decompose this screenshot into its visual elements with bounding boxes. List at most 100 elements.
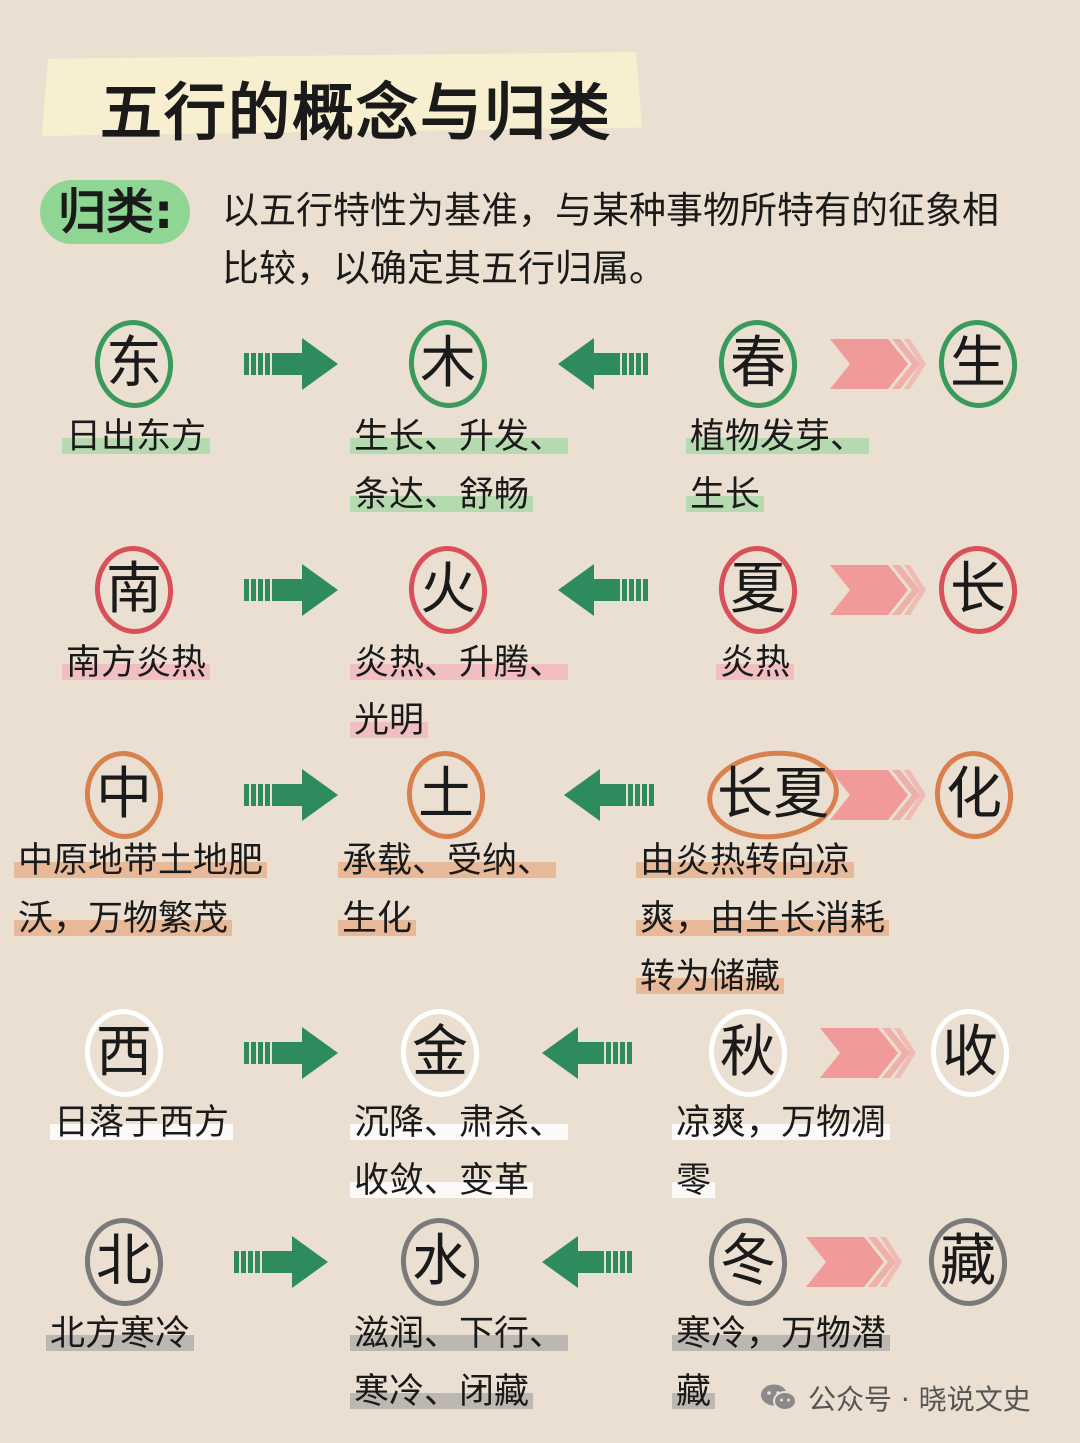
change-char: 生 xyxy=(934,316,1022,412)
element-desc-line: 收敛、变革 xyxy=(350,1161,534,1201)
direction-desc: 日落于西方 xyxy=(50,1094,234,1152)
change-char-label: 藏 xyxy=(940,1229,996,1294)
change-char-label: 化 xyxy=(946,762,1002,827)
element-char-label: 金 xyxy=(412,1020,468,1085)
season-char: 春 xyxy=(714,316,802,412)
direction-desc-line: 日落于西方 xyxy=(50,1103,234,1143)
direction-desc-line: 日出东方 xyxy=(62,417,211,457)
element-desc-line: 炎热、升腾、 xyxy=(350,643,569,683)
season-desc: 植物发芽、生长 xyxy=(686,408,870,524)
element-desc-line: 寒冷、闭藏 xyxy=(350,1372,534,1412)
arrow-left-icon xyxy=(564,769,654,821)
arrow-right-icon xyxy=(244,1027,338,1079)
chevron-right-icon xyxy=(830,565,926,615)
arrow-left-icon xyxy=(542,1236,632,1288)
season-desc-line: 转为储藏 xyxy=(636,957,785,997)
arrow-left-icon xyxy=(558,564,648,616)
season-char-label: 秋 xyxy=(720,1020,776,1085)
element-char: 水 xyxy=(396,1214,484,1310)
element-desc: 沉降、肃杀、收敛、变革 xyxy=(350,1094,569,1210)
direction-char-label: 东 xyxy=(106,331,162,396)
element-desc-line: 光明 xyxy=(350,701,429,741)
arrow-right-icon xyxy=(244,769,338,821)
element-desc-line: 条达、舒畅 xyxy=(350,475,534,515)
direction-char: 南 xyxy=(90,542,178,638)
season-desc: 寒冷，万物潜藏 xyxy=(672,1305,891,1421)
chevron-right-icon xyxy=(830,339,926,389)
season-desc-line: 由炎热转向凉 xyxy=(636,841,855,881)
element-desc: 生长、升发、条达、舒畅 xyxy=(350,408,569,524)
chevron-right-icon xyxy=(806,1237,902,1287)
element-desc-line: 生化 xyxy=(338,899,417,939)
wechat-icon xyxy=(761,1384,797,1411)
arrow-right-icon xyxy=(244,564,338,616)
season-desc-line: 零 xyxy=(672,1161,716,1201)
chevron-right-icon xyxy=(830,770,926,820)
season-char: 夏 xyxy=(714,542,802,638)
element-char-label: 土 xyxy=(418,762,474,827)
season-desc: 由炎热转向凉爽，由生长消耗转为储藏 xyxy=(636,832,890,1006)
season-char: 长夏 xyxy=(702,744,844,846)
direction-desc-line: 中原地带土地肥 xyxy=(14,841,268,881)
arrow-left-icon xyxy=(558,338,648,390)
change-char-label: 长 xyxy=(950,557,1006,622)
direction-char-label: 北 xyxy=(96,1229,152,1294)
element-char: 土 xyxy=(402,747,490,843)
change-char: 收 xyxy=(926,1005,1014,1101)
season-desc-line: 植物发芽、 xyxy=(686,417,870,457)
season-desc-line: 生长 xyxy=(686,475,765,515)
season-desc: 凉爽，万物凋零 xyxy=(672,1094,891,1210)
element-desc-line: 生长、升发、 xyxy=(350,417,569,457)
change-char: 化 xyxy=(930,747,1018,843)
chevron-right-icon xyxy=(820,1028,916,1078)
element-desc: 滋润、下行、寒冷、闭藏 xyxy=(350,1305,569,1421)
direction-char: 北 xyxy=(80,1214,168,1310)
season-desc-line: 凉爽，万物凋 xyxy=(672,1103,891,1143)
direction-desc: 南方炎热 xyxy=(62,634,211,692)
season-char-label: 夏 xyxy=(730,557,786,622)
page-title: 五行的概念与归类 xyxy=(100,76,613,149)
element-desc-line: 沉降、肃杀、 xyxy=(350,1103,569,1143)
element-char-label: 木 xyxy=(420,331,476,396)
direction-desc: 北方寒冷 xyxy=(46,1305,195,1363)
season-char-label: 春 xyxy=(730,331,786,396)
direction-desc-line: 北方寒冷 xyxy=(46,1314,195,1354)
change-char-label: 收 xyxy=(942,1020,998,1085)
season-desc: 炎热 xyxy=(716,634,795,692)
direction-char-label: 中 xyxy=(96,762,152,827)
watermark-text: 公众号 · 晓说文史 xyxy=(808,1383,1031,1416)
season-desc-line: 炎热 xyxy=(716,643,795,683)
watermark: 公众号 · 晓说文史 xyxy=(760,1378,1031,1418)
change-char: 长 xyxy=(934,542,1022,638)
direction-desc-line: 南方炎热 xyxy=(62,643,211,683)
season-char: 秋 xyxy=(704,1005,792,1101)
direction-char: 西 xyxy=(80,1005,168,1101)
direction-desc-line: 沃，万物繁茂 xyxy=(14,899,233,939)
season-char-label: 长夏 xyxy=(717,762,829,827)
element-desc: 炎热、升腾、光明 xyxy=(350,634,569,750)
intro-text: 以五行特性为基准，与某种事物所特有的征象相比较，以确定其五行归属。 xyxy=(222,189,999,290)
direction-char-label: 南 xyxy=(106,557,162,622)
element-desc: 承载、受纳、生化 xyxy=(338,832,557,948)
arrow-left-icon xyxy=(542,1027,632,1079)
change-char-label: 生 xyxy=(950,331,1006,396)
direction-char: 东 xyxy=(90,316,178,412)
element-char: 木 xyxy=(404,316,492,412)
element-char-label: 火 xyxy=(420,557,476,622)
element-desc-line: 承载、受纳、 xyxy=(338,841,557,881)
title-highlight xyxy=(42,52,642,136)
direction-char: 中 xyxy=(80,747,168,843)
direction-desc: 中原地带土地肥沃，万物繁茂 xyxy=(14,832,268,948)
category-label: 归类: xyxy=(58,184,174,240)
season-desc-line: 藏 xyxy=(672,1372,716,1412)
direction-char-label: 西 xyxy=(96,1020,152,1085)
season-desc-line: 寒冷，万物潜 xyxy=(672,1314,891,1354)
element-desc-line: 滋润、下行、 xyxy=(350,1314,569,1354)
element-char: 火 xyxy=(404,542,492,638)
element-char-label: 水 xyxy=(412,1229,468,1294)
arrow-right-icon xyxy=(244,338,338,390)
arrow-right-icon xyxy=(234,1236,328,1288)
element-char: 金 xyxy=(396,1005,484,1101)
change-char: 藏 xyxy=(924,1214,1012,1310)
